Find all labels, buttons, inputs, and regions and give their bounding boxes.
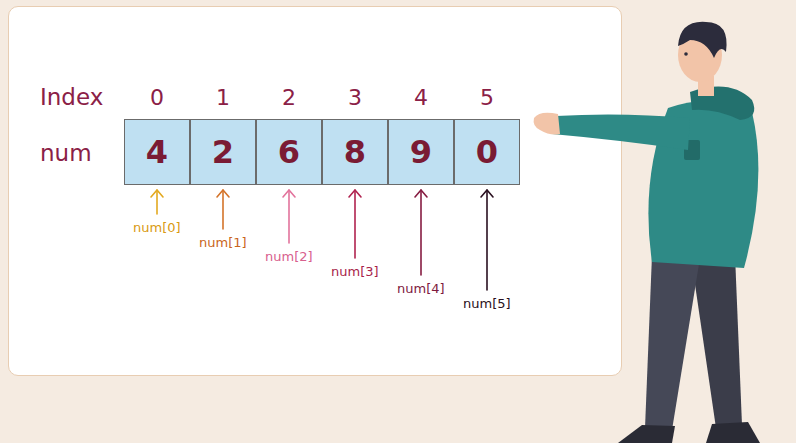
index-number: 5 bbox=[480, 85, 494, 110]
array-cell: 8 bbox=[322, 119, 388, 185]
element-label-box: num[2] bbox=[265, 246, 313, 265]
element-label: num[3] bbox=[331, 264, 379, 279]
element-label: num[1] bbox=[199, 235, 247, 250]
cell-value: 2 bbox=[212, 133, 234, 171]
cell-value: 8 bbox=[344, 133, 366, 171]
cell-value: 4 bbox=[146, 133, 168, 171]
man-figure bbox=[534, 22, 760, 443]
array-cell: 9 bbox=[388, 119, 454, 185]
index-number: 3 bbox=[348, 85, 362, 110]
element-label: num[0] bbox=[133, 220, 181, 235]
white-panel bbox=[8, 6, 622, 376]
index-number-box: 4 bbox=[414, 85, 428, 110]
index-number: 1 bbox=[216, 85, 230, 110]
array-cell: 4 bbox=[124, 119, 190, 185]
index-number: 4 bbox=[414, 85, 428, 110]
array-cell: 2 bbox=[190, 119, 256, 185]
element-label: num[5] bbox=[463, 296, 511, 311]
row-heading: Index bbox=[40, 84, 103, 110]
row-heading-box: Index bbox=[40, 84, 103, 110]
element-label-box: num[5] bbox=[463, 293, 511, 312]
index-number: 0 bbox=[150, 85, 164, 110]
cell-value: 9 bbox=[410, 133, 432, 171]
index-number-box: 3 bbox=[348, 85, 362, 110]
array-cell: 0 bbox=[454, 119, 520, 185]
element-label: num[4] bbox=[397, 281, 445, 296]
index-number-box: 5 bbox=[480, 85, 494, 110]
index-number-box: 0 bbox=[150, 85, 164, 110]
cell-value: 6 bbox=[278, 133, 300, 171]
array-name-box: num bbox=[40, 140, 92, 166]
array-cell: 6 bbox=[256, 119, 322, 185]
element-label-box: num[4] bbox=[397, 278, 445, 297]
leader-arrows bbox=[151, 190, 493, 290]
index-number-box: 1 bbox=[216, 85, 230, 110]
element-label-box: num[1] bbox=[199, 232, 247, 251]
element-label-box: num[3] bbox=[331, 261, 379, 280]
array-name: num bbox=[40, 140, 92, 166]
index-number: 2 bbox=[282, 85, 296, 110]
cell-value: 0 bbox=[476, 133, 498, 171]
element-label-box: num[0] bbox=[133, 217, 181, 236]
element-label: num[2] bbox=[265, 249, 313, 264]
index-number-box: 2 bbox=[282, 85, 296, 110]
